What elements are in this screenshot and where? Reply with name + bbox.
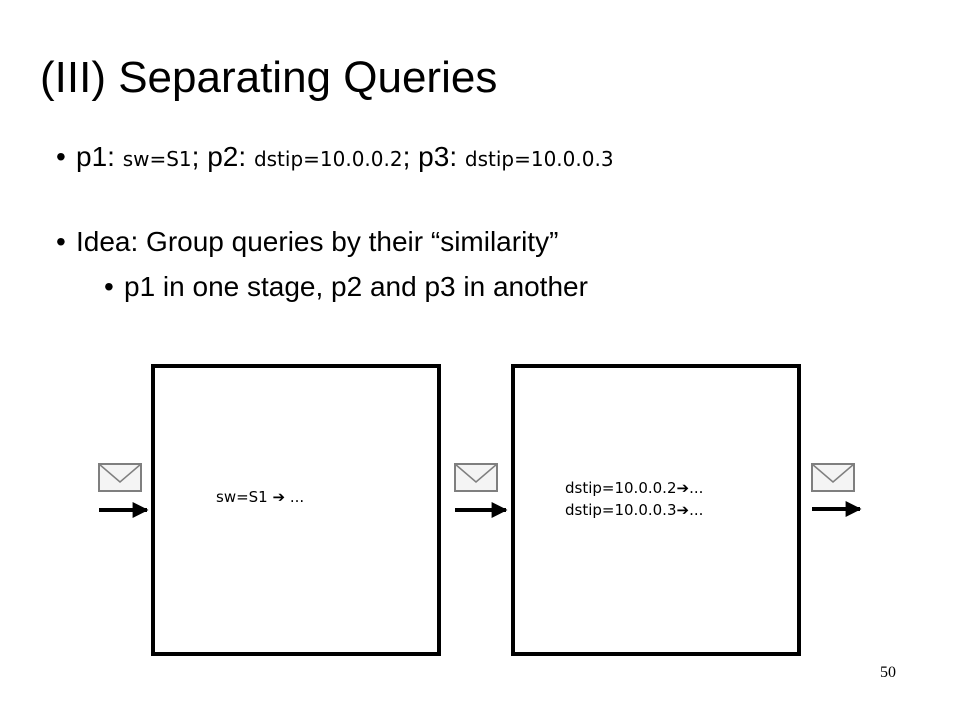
envelope-icon <box>811 463 855 492</box>
bullet-predicates: • p1: sw=S1; p2: dstip=10.0.0.2; p3: dsti… <box>56 140 614 176</box>
predicate-p1-label: p1: <box>76 141 123 172</box>
stage-1-rule: sw=S1 ➔ ... <box>216 488 305 506</box>
predicate-p3-value: dstip=10.0.0.3 <box>464 147 614 171</box>
bullet-dot: • <box>104 271 114 302</box>
stage-2-box <box>511 364 801 656</box>
bullet-dot: • <box>56 141 66 172</box>
stage-1-box <box>151 364 441 656</box>
page-number: 50 <box>880 664 896 681</box>
stage-2-rule-1: dstip=10.0.0.2➔... <box>565 479 704 497</box>
bullet-idea-text: Idea: Group queries by their “similarity… <box>76 226 559 257</box>
envelope-icon <box>454 463 498 492</box>
predicate-p2-value: dstip=10.0.0.2 <box>253 147 403 171</box>
predicate-p3-label: ; p3: <box>402 141 465 172</box>
bullet-stages-text: p1 in one stage, p2 and p3 in another <box>124 271 588 302</box>
bullet-dot: • <box>56 226 66 257</box>
bullet-stages: • p1 in one stage, p2 and p3 in another <box>104 270 588 304</box>
bullet-idea: • Idea: Group queries by their “similarit… <box>56 225 558 259</box>
slide-title: (III) Separating Queries <box>40 53 498 102</box>
stage-2-rules: dstip=10.0.0.2➔... dstip=10.0.0.3➔... <box>565 477 703 521</box>
envelope-icon <box>98 463 142 492</box>
stage-1-rules: sw=S1 ➔ ... <box>216 486 304 508</box>
predicate-p2-label: ; p2: <box>191 141 254 172</box>
stage-2-rule-2: dstip=10.0.0.3➔... <box>565 501 704 519</box>
predicate-p1-value: sw=S1 <box>122 147 192 171</box>
